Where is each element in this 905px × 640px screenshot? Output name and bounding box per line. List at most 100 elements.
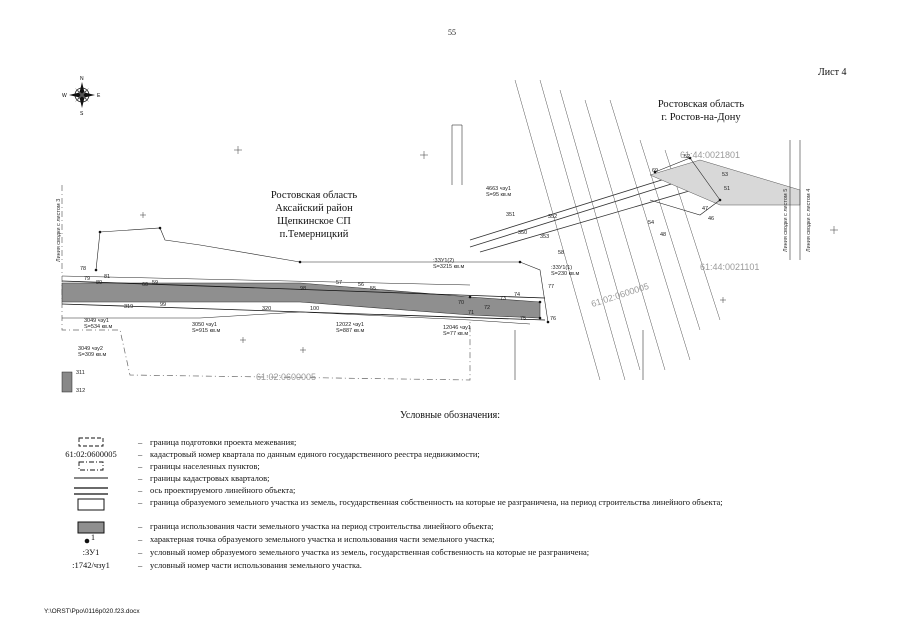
legend-dash: – (138, 437, 143, 447)
railway-band (514, 79, 721, 381)
region-left-line-1: Ростовская область (270, 190, 358, 201)
compass-rose-icon: N S W E (62, 76, 101, 117)
point-label: 99 (160, 302, 167, 308)
point-label: 57 (336, 280, 343, 286)
map-drawing: N S W E (61, 76, 838, 393)
legend-desc: ось проектируемого линейного объекта; (150, 485, 296, 495)
legend-dash: – (138, 473, 143, 483)
region-right-line-1: Ростовская область (657, 99, 745, 110)
region-left-line-2: Аксайский район (275, 203, 353, 214)
legend-dash: – (138, 461, 143, 471)
legend-desc: границы кадастровых кварталов; (150, 473, 270, 483)
point-label: 69 (652, 168, 659, 174)
legend-square-311 (61, 371, 73, 393)
point-label: 59 (152, 280, 159, 286)
parcel-label: :3ЗУ1(1)S=230 кв.м (551, 265, 580, 277)
point-label: 351 (506, 212, 516, 218)
point-label: 60 (142, 282, 149, 288)
region-label-aksai: Ростовская область Аксайский район Щепки… (244, 189, 384, 241)
point-label: 319 (124, 304, 134, 310)
point-label: 51 (724, 186, 731, 192)
point-label: 79 (84, 276, 91, 282)
point-label: 77 (548, 284, 555, 290)
legend-symbol-text: :1742/чзу1 (72, 560, 110, 570)
point-label: 80 (96, 280, 103, 286)
legend-symbol-text: 61:02:0600005 (65, 449, 117, 459)
point-label: 352 (548, 214, 558, 220)
legend-symbol-text: :ЗУ1 (82, 547, 100, 557)
point-label: 312 (76, 388, 86, 394)
point-label: 72 (484, 305, 491, 311)
sheet-label: Лист 4 (818, 67, 847, 78)
parcel-boundary-lower (62, 311, 531, 325)
parcel-label: :3ЗУ1(2)S=3215 кв.м (433, 258, 465, 270)
region-right-line-2: г. Ростов-на-Дону (661, 112, 741, 123)
point-label: 320 (262, 306, 272, 312)
legend-symbol-double-line (60, 485, 122, 499)
linear-object-axis-3 (61, 275, 471, 286)
legend-symbol-gray-rect (60, 521, 122, 537)
cadastral-block-2: 61:44:0021801 (680, 150, 741, 160)
legend-dash: – (138, 521, 143, 531)
side-note-sheet4: Линия сводки с листом 4 (806, 188, 812, 252)
point-label: 74 (514, 292, 521, 298)
settlement-boundary (61, 185, 471, 381)
legend-dash: – (138, 547, 143, 557)
point-label: 311 (76, 370, 85, 376)
legend-title: Условные обозначения: (400, 410, 501, 421)
legend-symbol-dashdot-rect (60, 461, 122, 473)
legend-point-number: 1 (91, 534, 95, 542)
point-label: 98 (300, 286, 307, 292)
footer-file-path: Y:\ORST\Ppo\0116p020.f23.docx (44, 608, 140, 615)
point-label: 52 (684, 154, 691, 160)
legend-desc: кадастровый номер квартала по данным еди… (150, 449, 480, 459)
point-label: 350 (518, 230, 528, 236)
survey-markers (140, 146, 838, 353)
linear-object-axis (61, 280, 546, 299)
point-label: 76 (550, 316, 557, 322)
point-label: 353 (540, 234, 550, 240)
point-label: 56 (358, 282, 365, 288)
legend-symbol-line (60, 473, 122, 485)
point-label: 46 (708, 216, 715, 222)
point-label: 47 (702, 206, 709, 212)
point-label: 48 (660, 232, 667, 238)
legend-dash: – (138, 534, 143, 544)
legend-symbol-rect (60, 497, 122, 513)
legend-desc: условный номер образуемого земельного уч… (150, 547, 590, 557)
legend-symbol-dashed-rect (60, 437, 122, 449)
point-label: 100 (310, 306, 320, 312)
legend-desc: граница образуемого земельного участка и… (150, 497, 723, 507)
cadastral-patch (649, 159, 801, 206)
legend-desc: граница подготовки проекта межевания; (150, 437, 297, 447)
legend-symbol-point: 1 (60, 533, 122, 548)
compass-s: S (80, 111, 84, 117)
point-label: 71 (468, 310, 475, 316)
characteristic-points (94, 156, 722, 324)
legend-desc: граница использования части земельного у… (150, 521, 494, 531)
region-left-line-4: п.Темерницкий (279, 229, 349, 240)
compass-e: E (97, 93, 101, 99)
legend-dash: – (138, 560, 143, 570)
region-left-line-3: Щепкинское СП (277, 216, 351, 227)
point-label: 78 (80, 266, 87, 272)
point-label: 70 (458, 300, 465, 306)
point-label: 75 (520, 316, 527, 322)
point-label: 54 (648, 220, 655, 226)
legend-desc: условный номер части использования земел… (150, 560, 362, 570)
point-label: 55 (370, 286, 377, 292)
compass-w: W (62, 93, 67, 99)
point-label: 53 (722, 172, 729, 178)
side-note-sheet3: Линия сводки с листом 3 (56, 198, 62, 262)
region-label-rostov: Ростовская область г. Ростов-на-Дону (636, 98, 766, 124)
side-note-sheet5: Линия сводки с листом 5 (783, 188, 789, 252)
cadastral-lines (451, 124, 801, 380)
legend-desc: границы населенных пунктов; (150, 461, 260, 471)
cadastral-block-3: 61:44:0021101 (700, 262, 760, 272)
legend-dash: – (138, 497, 143, 507)
